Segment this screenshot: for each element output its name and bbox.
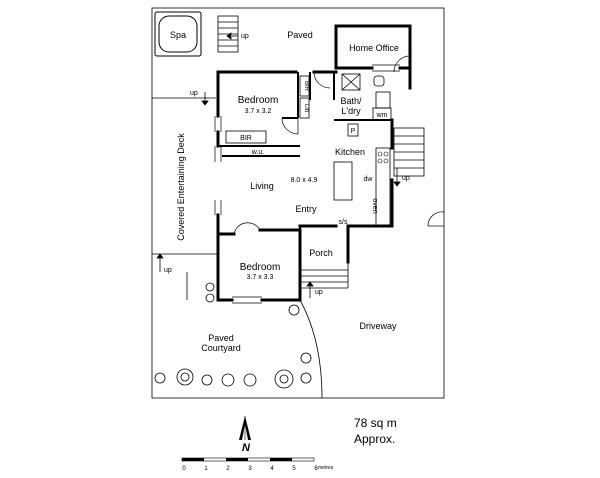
- kitchen-bench: [375, 147, 391, 227]
- bedroom1-label: Bedroom: [238, 95, 279, 106]
- ss-label: s/s: [339, 219, 348, 226]
- scale-tick-label: 6: [314, 466, 318, 472]
- laundry-label: L'dry: [341, 106, 361, 116]
- living-label: Living: [250, 181, 274, 191]
- bedroom2-label: Bedroom: [240, 262, 281, 273]
- oven-label: oven: [371, 198, 378, 213]
- porch-steps: [300, 262, 349, 298]
- pantry-box: [347, 123, 359, 137]
- upper-stairs: [217, 15, 239, 53]
- home-office-label: Home Office: [349, 43, 399, 53]
- dw-label: dw: [364, 176, 374, 183]
- north-arrow-icon: [239, 416, 251, 440]
- scale-tick-label: 5: [292, 466, 296, 472]
- bir2-box: [225, 130, 267, 144]
- windows: [214, 64, 400, 304]
- wu-label: w.u.: [251, 149, 265, 156]
- bir1-label: BIR: [303, 81, 309, 92]
- up-label-kitchen: up: [402, 175, 410, 182]
- scale-tick-label: 3: [248, 466, 252, 472]
- deck-step: [152, 92, 216, 106]
- north-label: N: [242, 442, 251, 454]
- kitchen-stairs: [393, 127, 425, 187]
- area-value: 78 sq m: [354, 416, 397, 430]
- lin-box: [299, 97, 310, 119]
- site-boundary: [151, 7, 445, 399]
- up-label-lower: up: [164, 267, 172, 274]
- area-approx: Approx.: [354, 432, 395, 446]
- scale-tick-label: 1: [204, 466, 208, 472]
- spa-basin: [158, 15, 198, 53]
- scale-tick-label: 0: [182, 466, 186, 472]
- up-label-porch: up: [315, 289, 323, 296]
- scale-bar: [181, 457, 315, 462]
- bedroom2-size: 3.7 x 3.3: [247, 274, 274, 281]
- driveway-edge: [299, 299, 323, 399]
- kitchen-label: Kitchen: [335, 147, 365, 157]
- bir2-label: BIR: [240, 135, 252, 142]
- scale-ticks: 0 1 2 3 4 5 6: [182, 466, 318, 472]
- pantry-label: P: [351, 128, 356, 135]
- living-size: 8.0 x 4.9: [291, 177, 318, 184]
- up-label-deck: up: [190, 90, 198, 97]
- scale-tick-label: 2: [226, 466, 230, 472]
- bath-fixtures: [341, 73, 392, 121]
- wm-label: wm: [376, 112, 388, 119]
- deck-label: Covered Entertaining Deck: [176, 133, 186, 241]
- scale-tick-label: 4: [270, 466, 274, 472]
- scale-unit: metres: [318, 465, 334, 471]
- bedroom1-size: 3.7 x 3.2: [245, 108, 272, 115]
- spa-outline: [154, 11, 202, 57]
- driveway-label: Driveway: [359, 321, 397, 331]
- up-label-upper: up: [241, 33, 249, 40]
- courtyard-label-line1: Paved: [208, 333, 234, 343]
- porch-label: Porch: [309, 248, 333, 258]
- house-walls: [216, 24, 412, 302]
- cooktop: [377, 151, 389, 164]
- shrubs: [154, 282, 312, 389]
- bir1-box: [299, 75, 310, 97]
- entry-label: Entry: [295, 204, 317, 214]
- bath-label: Bath/: [340, 96, 362, 106]
- doors: [233, 55, 445, 235]
- deck-step-lower: [156, 253, 164, 272]
- paved-label: Paved: [287, 30, 313, 40]
- courtyard-label-line2: Courtyard: [201, 343, 241, 353]
- lin-label: Lin: [303, 104, 309, 112]
- spa-label: Spa: [170, 30, 186, 40]
- kitchen-island: [333, 161, 353, 201]
